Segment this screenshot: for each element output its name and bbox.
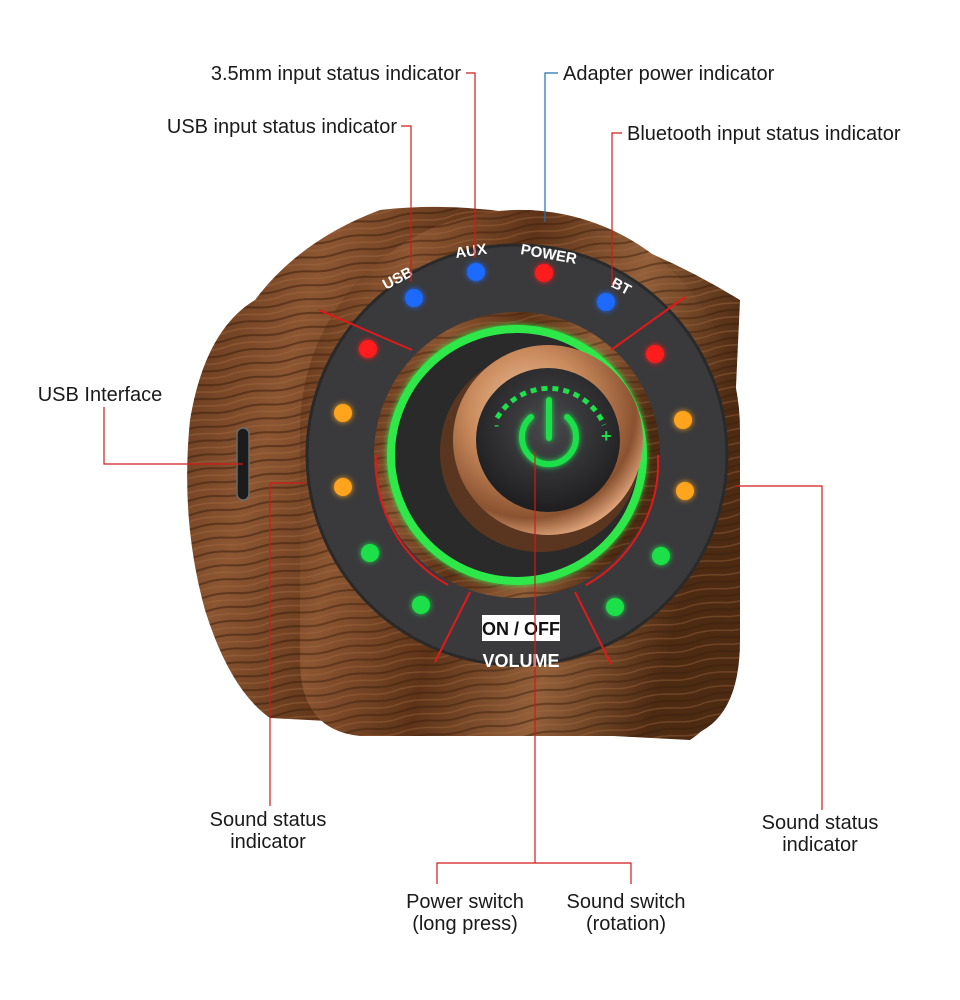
aux-led xyxy=(467,263,485,281)
onoff-label: ON / OFF xyxy=(482,619,560,639)
volume-minus-sign: - xyxy=(494,417,499,434)
usb-led xyxy=(405,289,423,307)
power-switch-callout-line1: Power switch xyxy=(406,891,524,913)
sound-led-left-3 xyxy=(334,478,352,496)
onoff-badge xyxy=(482,615,560,641)
usb-interface-callout: USB Interface xyxy=(38,384,163,406)
power-switch-callout-line2: (long press) xyxy=(412,913,518,935)
bt-led xyxy=(597,293,615,311)
volume-plus-sign: + xyxy=(601,426,612,446)
sound-led-right-2 xyxy=(674,411,692,429)
sound-led-left-2 xyxy=(334,404,352,422)
aux-indicator-label: AUX xyxy=(454,241,488,262)
power-icon[interactable] xyxy=(519,397,579,468)
bt-input-callout: Bluetooth input status indicator xyxy=(627,123,901,145)
sound-led-left-5 xyxy=(412,596,430,614)
sound-status-left-callout-line1: Sound status xyxy=(210,809,327,831)
sound-led-right-5 xyxy=(606,598,624,616)
callout-lines xyxy=(103,72,823,884)
sound-led-right-3 xyxy=(676,482,694,500)
sound-led-left-1 xyxy=(359,340,377,358)
sound-led-left-4 xyxy=(361,544,379,562)
usb-input-callout: USB input status indicator xyxy=(167,116,397,138)
sound-led-right-1 xyxy=(646,345,664,363)
volume-knob[interactable]: - + xyxy=(440,345,643,552)
sound-switch-callout-line2: (rotation) xyxy=(586,913,666,935)
sound-status-right-callout-line1: Sound status xyxy=(762,812,879,834)
sound-status-left-callout-line2: indicator xyxy=(230,831,306,853)
aux-input-callout: 3.5mm input status indicator xyxy=(211,63,461,85)
sound-led-right-4 xyxy=(652,547,670,565)
volume-label: VOLUME xyxy=(482,651,559,671)
adapter-power-callout: Adapter power indicator xyxy=(563,63,775,85)
sound-switch-callout-line1: Sound switch xyxy=(567,891,686,913)
sound-status-right-callout-line2: indicator xyxy=(782,834,858,856)
power-led xyxy=(535,264,553,282)
